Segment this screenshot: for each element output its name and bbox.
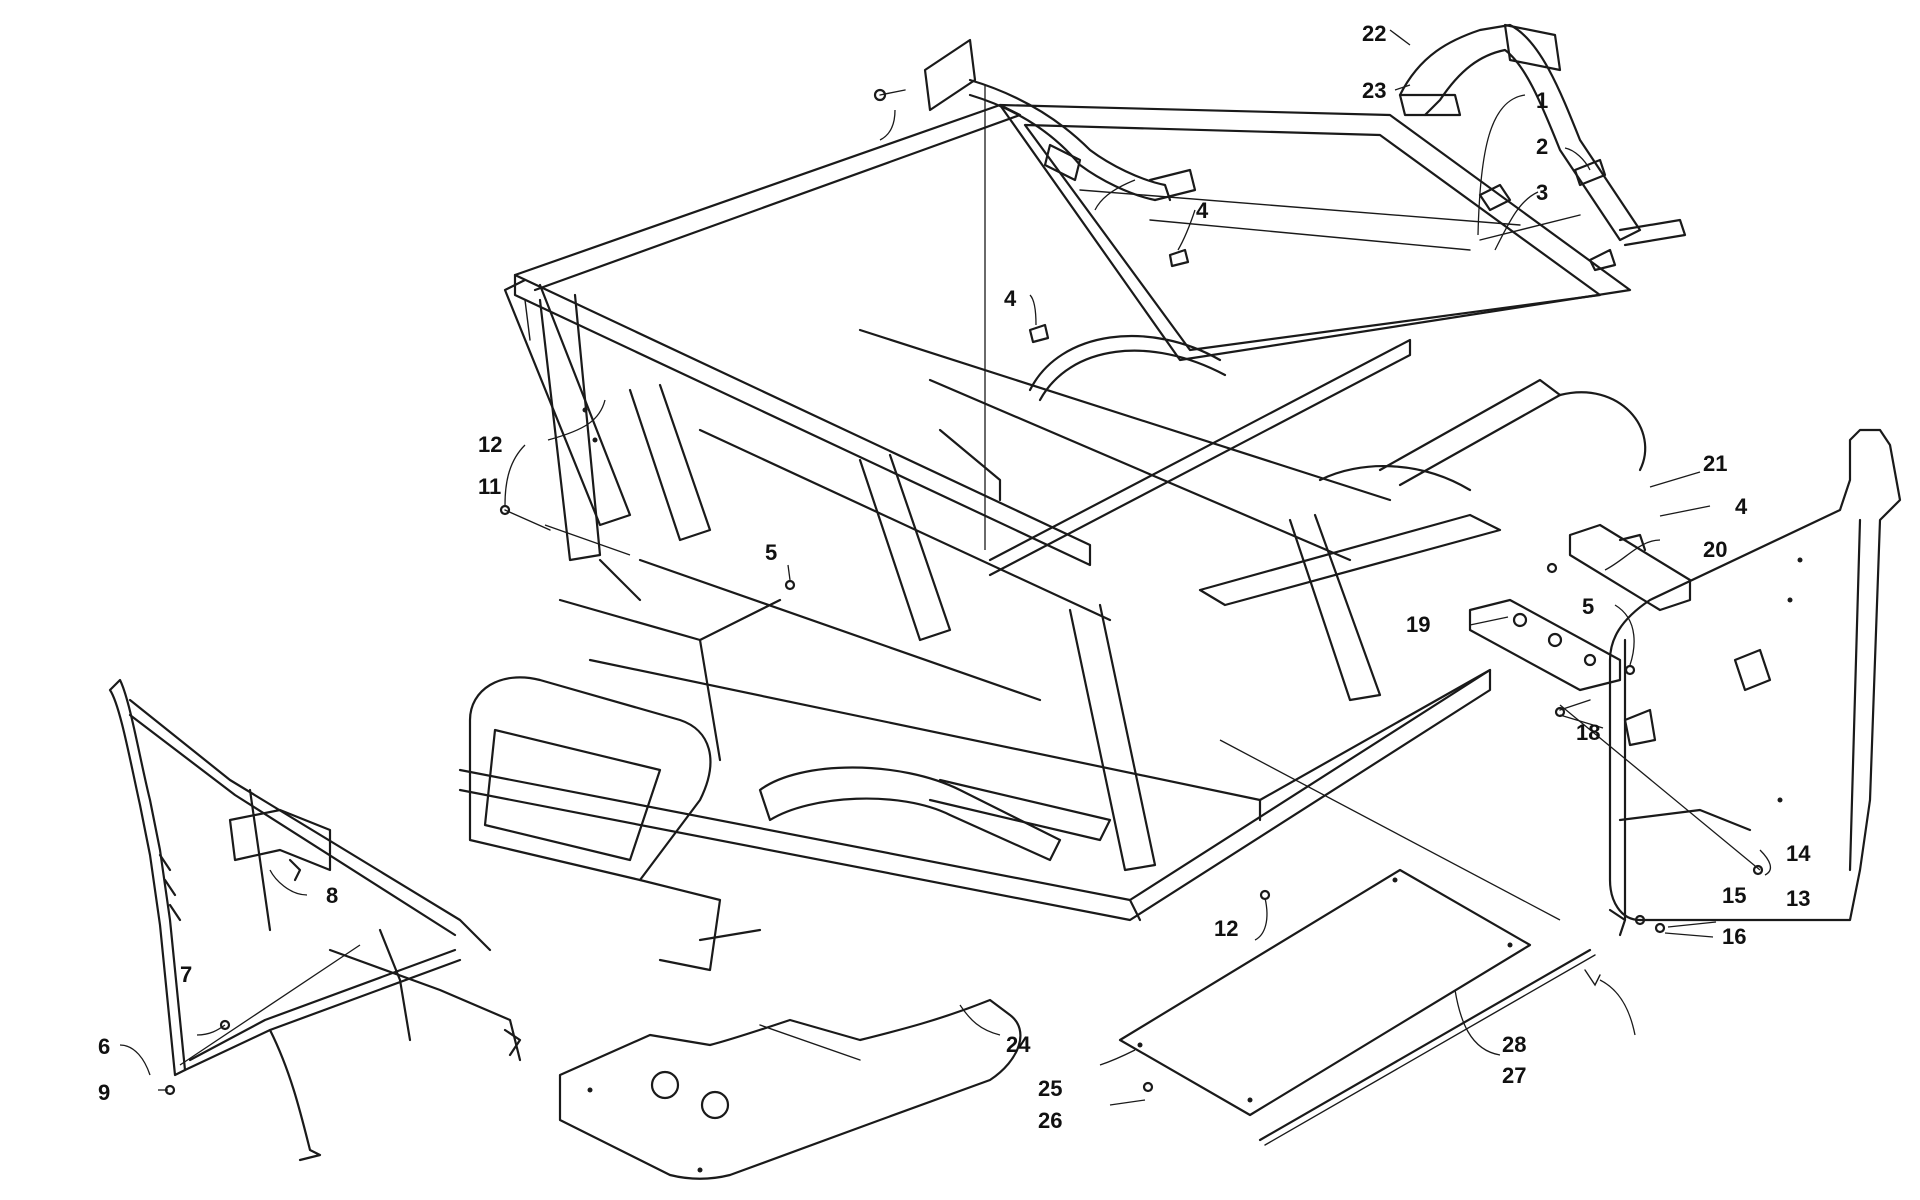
callout-4: 4 bbox=[1004, 286, 1017, 311]
callout-25: 27 bbox=[1502, 1063, 1526, 1088]
callout-11: 12 bbox=[478, 432, 502, 457]
callout-12: 13 bbox=[1786, 886, 1810, 911]
callout-10: 11 bbox=[478, 474, 501, 499]
callout-6: 6 bbox=[98, 1034, 110, 1059]
callout-4: 4 bbox=[1735, 494, 1748, 519]
callout-23: 25 bbox=[1038, 1076, 1062, 1101]
callout-22: 24 bbox=[1006, 1032, 1031, 1057]
leader-lines bbox=[119, 29, 1772, 1106]
rear-gate-panel bbox=[1608, 428, 1902, 937]
callout-9: 9 bbox=[98, 1080, 110, 1105]
rear-rops-bar bbox=[1398, 23, 1687, 247]
callout-26: 28 bbox=[1502, 1032, 1526, 1057]
callout-1: 1 bbox=[1536, 88, 1548, 113]
callout-17: 19 bbox=[1406, 612, 1430, 637]
rear-skid-plate bbox=[1118, 868, 1532, 1117]
dash-support-bar bbox=[873, 38, 1197, 202]
callout-14: 15 bbox=[1722, 883, 1746, 908]
hardware bbox=[164, 158, 1764, 1096]
callout-8: 8 bbox=[326, 883, 338, 908]
callout-21: 23 bbox=[1362, 78, 1386, 103]
callout-5: 5 bbox=[1582, 594, 1594, 619]
callout-16: 18 bbox=[1576, 720, 1600, 745]
bracket-17 bbox=[1468, 598, 1622, 692]
front-skid-plate bbox=[558, 998, 1022, 1180]
main-frame bbox=[458, 103, 1647, 972]
callout-18: 20 bbox=[1703, 537, 1727, 562]
callout-3: 3 bbox=[1536, 180, 1548, 205]
front-upper-brace bbox=[503, 278, 632, 527]
callout-24: 26 bbox=[1038, 1108, 1062, 1133]
callout-19: 21 bbox=[1703, 451, 1727, 476]
front-grille-guard bbox=[108, 678, 522, 1162]
callout-12: 12 bbox=[1214, 916, 1238, 941]
seal-strip bbox=[1258, 948, 1601, 1146]
callout-15: 16 bbox=[1722, 924, 1746, 949]
callout-5: 5 bbox=[765, 540, 777, 565]
callout-7: 7 bbox=[180, 962, 192, 987]
callout-20: 22 bbox=[1362, 21, 1386, 46]
callout-2: 2 bbox=[1536, 134, 1548, 159]
callout-13: 14 bbox=[1786, 841, 1811, 866]
callout-labels: 22 23 1 2 3 4 4 12 11 5 21 4 20 5 19 18 … bbox=[98, 21, 1811, 1133]
callout-4: 4 bbox=[1196, 198, 1209, 223]
